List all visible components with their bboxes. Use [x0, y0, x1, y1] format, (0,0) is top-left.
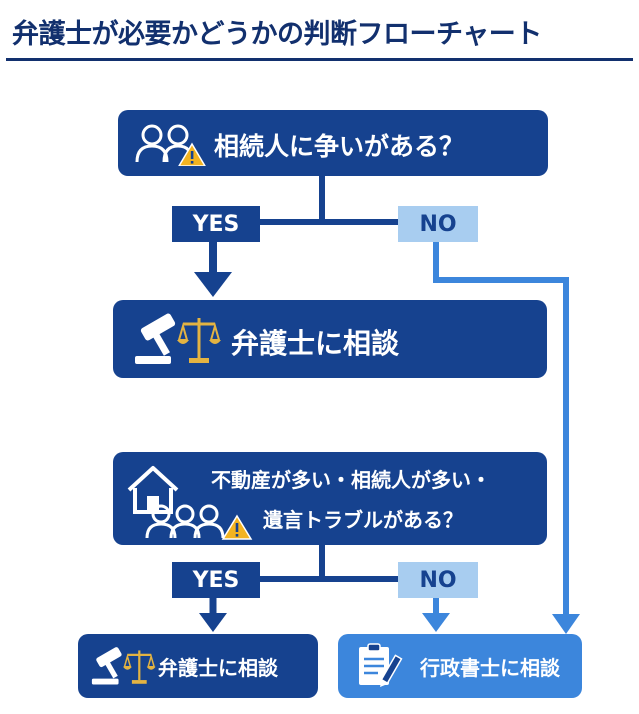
people-warning-icon: [135, 124, 206, 166]
q1-no-arrowhead: [552, 614, 580, 634]
yes-label-q2: YES: [172, 562, 260, 598]
question-text-disputes: 相続人に争いがある？: [214, 132, 465, 161]
result-text-lawyer-2: 弁護士に相談: [158, 656, 278, 680]
document-pen-icon: [359, 643, 403, 687]
result-text-lawyer-1: 弁護士に相談: [231, 327, 400, 360]
gavel-scales-icon-small: [91, 647, 156, 685]
result-box-lawyer-1: 弁護士に相談: [113, 300, 547, 378]
question-box-complex: 不動産が多い・相続人が多い・ 遺言トラブルがある？: [113, 452, 547, 545]
result-box-lawyer-2: 弁護士に相談: [78, 634, 318, 698]
q2-yes-arrowhead: [199, 613, 227, 632]
yes-label-q1: YES: [172, 206, 260, 242]
page-title: 弁護士が必要かどうかの判断フローチャート: [12, 19, 542, 50]
question-text-complex-line2: 遺言トラブルがある？: [263, 508, 463, 532]
no-label-q2: NO: [398, 562, 478, 598]
result-text-scrivener: 行政書士に相談: [420, 656, 560, 680]
question-text-complex-line1: 不動産が多い・相続人が多い・: [211, 468, 491, 492]
house-people-warning-icon: [127, 466, 253, 540]
title-underline: [6, 58, 633, 61]
q1-yes-arrowhead: [194, 272, 232, 297]
q1-no-path: [433, 240, 569, 618]
question-box-disputes: 相続人に争いがある？: [118, 110, 548, 176]
q2-no-arrowhead: [422, 613, 450, 632]
result-box-scrivener: 行政書士に相談: [338, 634, 582, 698]
no-label-q1: NO: [398, 206, 478, 242]
gavel-scales-icon: [135, 313, 221, 364]
